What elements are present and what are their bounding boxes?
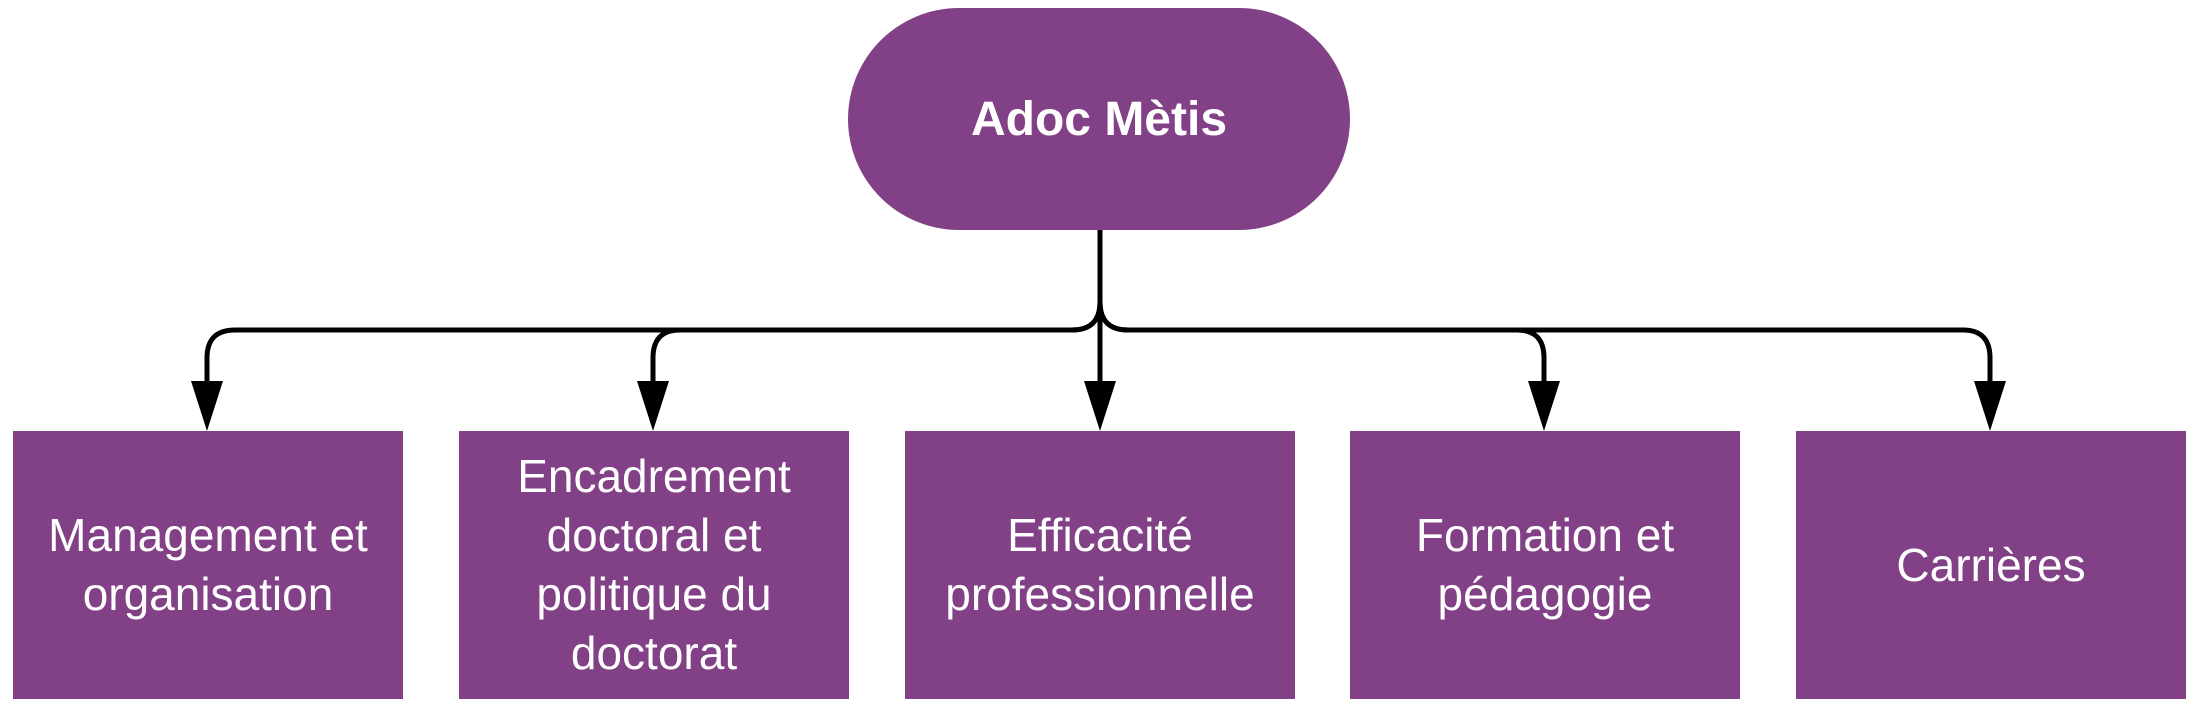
- child-node-formation: Formation et pédagogie: [1350, 431, 1740, 699]
- root-node: Adoc Mètis: [848, 8, 1350, 230]
- child-node-encadrement: Encadrement doctoral et politique du doc…: [459, 431, 849, 699]
- connector-branch-5: [1097, 301, 1993, 385]
- child-node-label: Efficacité professionnelle: [945, 509, 1255, 620]
- child-node-label: Formation et pédagogie: [1415, 509, 1675, 620]
- child-node-label: Management et organisation: [48, 509, 368, 620]
- child-node-label: Encadrement doctoral et politique du doc…: [517, 450, 791, 679]
- arrowhead-3: [1084, 381, 1116, 431]
- connector-branch-2: [650, 301, 1103, 385]
- connector-branch-4: [1097, 301, 1547, 385]
- child-node-management: Management et organisation: [13, 431, 403, 699]
- arrowhead-2: [637, 381, 669, 431]
- arrowhead-4: [1528, 381, 1560, 431]
- root-node-label: Adoc Mètis: [970, 92, 1228, 146]
- arrowhead-1: [191, 381, 223, 431]
- arrowhead-5: [1974, 381, 2006, 431]
- child-node-label: Carrières: [1896, 538, 2086, 591]
- child-node-carrieres: Carrières: [1796, 431, 2186, 699]
- child-node-efficacite: Efficacité professionnelle: [905, 431, 1295, 699]
